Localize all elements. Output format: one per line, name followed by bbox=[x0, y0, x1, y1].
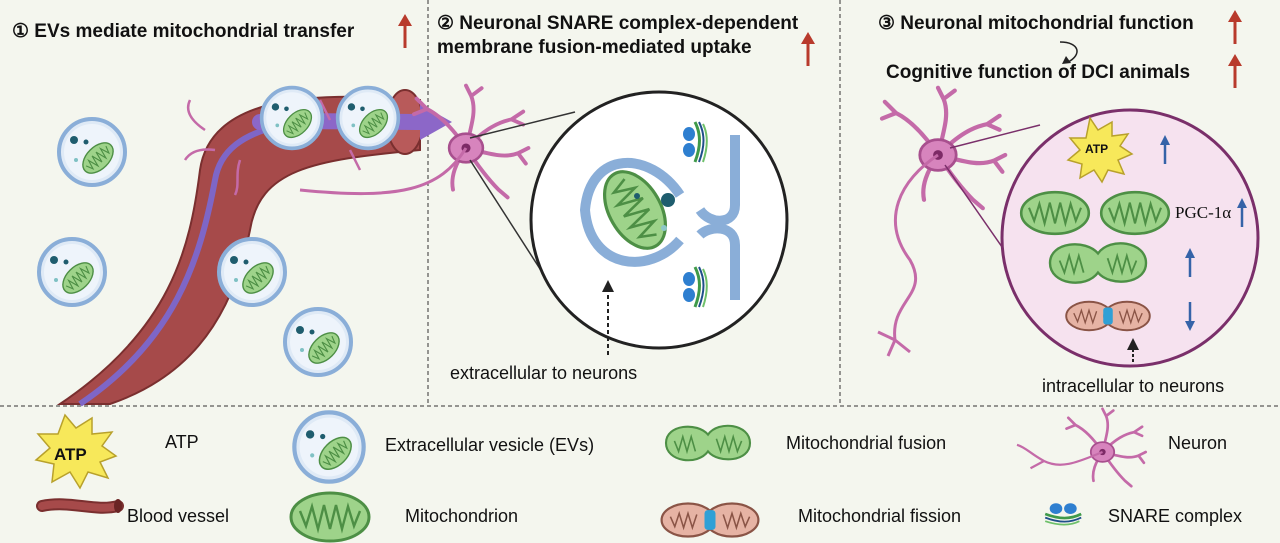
legend-fusion: Mitochondrial fusion bbox=[786, 433, 947, 453]
panel1-title: ① EVs mediate mitochondrial transfer bbox=[12, 21, 355, 42]
panel3-atp-label: ATP bbox=[1085, 142, 1109, 156]
panel2-title-line2: membrane fusion-mediated uptake bbox=[437, 37, 752, 58]
legend-atp: ATP bbox=[165, 432, 199, 452]
legend-neuron: Neuron bbox=[1168, 433, 1228, 453]
legend-atp-icon-label: ATP bbox=[54, 445, 87, 464]
panel3-note: intracellular to neurons bbox=[1042, 376, 1225, 396]
legend-vessel: Blood vessel bbox=[127, 506, 230, 526]
panel3-title-line1: ③ Neuronal mitochondrial function bbox=[878, 13, 1194, 34]
panel2-note: extracellular to neurons bbox=[450, 363, 638, 383]
legend-fission: Mitochondrial fission bbox=[798, 506, 962, 526]
legend-snare: SNARE complex bbox=[1108, 506, 1243, 526]
panel3-title-line2: Cognitive function of DCI animals bbox=[886, 62, 1191, 83]
panel2-title-line1: ② Neuronal SNARE complex-dependent bbox=[437, 13, 799, 34]
legend-ev: Extracellular vesicle (EVs) bbox=[385, 435, 595, 455]
pgc-label: PGC-1α bbox=[1175, 203, 1232, 222]
legend-mito: Mitochondrion bbox=[405, 506, 519, 526]
